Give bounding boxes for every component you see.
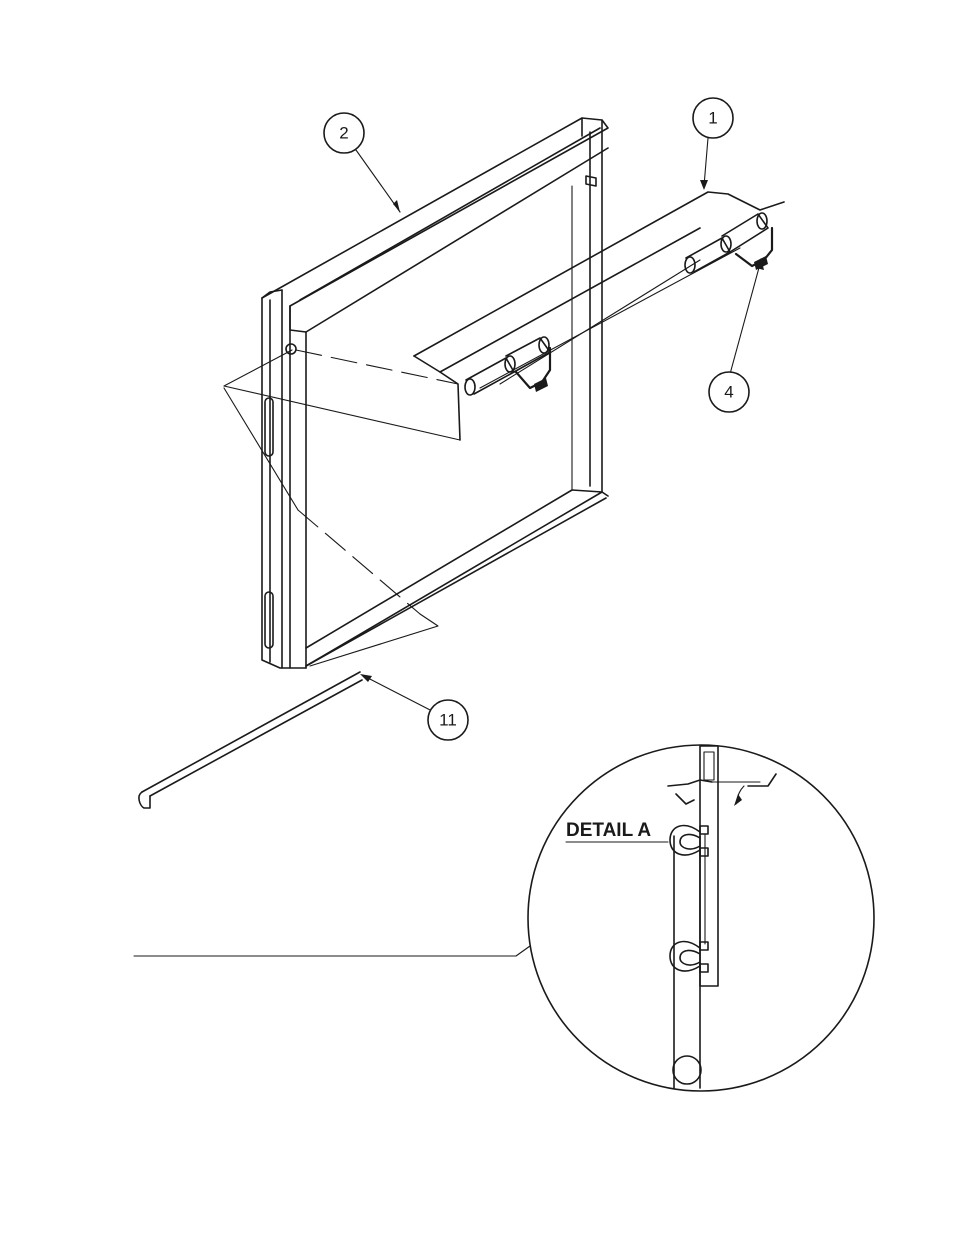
callout-2: 2 [324,113,364,153]
callout-11-label: 11 [439,711,457,730]
detail-a-view: DETAIL A [134,745,874,1091]
callout-11: 11 [428,700,468,740]
exploded-view-lines [224,350,460,666]
callout-1: 1 [693,98,733,138]
callout-4-label: 4 [724,383,733,402]
callout-2-label: 2 [339,124,348,143]
detail-a-label: DETAIL A [566,820,651,841]
callout-1-label: 1 [708,109,717,128]
rod-part [139,672,362,808]
callout-4: 4 [709,372,749,412]
frame-assembly [262,118,608,668]
